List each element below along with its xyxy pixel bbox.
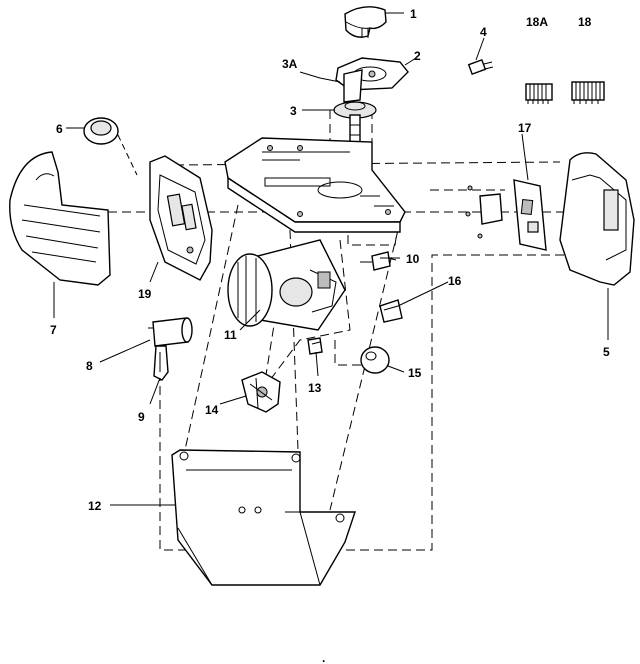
part-19-side-frame bbox=[149, 155, 213, 281]
part-6-lens-knob bbox=[83, 117, 138, 176]
part-9-capacitor-bracket bbox=[153, 345, 169, 381]
part-3-sprocket-shaft bbox=[333, 69, 377, 156]
chassis-plate bbox=[224, 137, 406, 233]
callout-13: 13 bbox=[308, 381, 322, 395]
part-18a-terminal-strip bbox=[525, 83, 553, 104]
callout-3: 3 bbox=[290, 104, 297, 118]
callout-18: 18 bbox=[578, 15, 592, 29]
part-5-right-cover bbox=[559, 152, 635, 286]
part-1-cap bbox=[344, 6, 387, 38]
callout-9: 9 bbox=[138, 410, 145, 424]
part-18-terminal-strip bbox=[571, 81, 605, 104]
callout-12: 12 bbox=[88, 499, 102, 513]
callout-19: 19 bbox=[138, 287, 152, 301]
leader-lines bbox=[53, 12, 609, 506]
part-11-motor bbox=[227, 239, 346, 331]
part-8-capacitor bbox=[148, 317, 193, 347]
callout-6: 6 bbox=[56, 122, 63, 136]
callout-14: 14 bbox=[205, 403, 219, 417]
callout-16: 16 bbox=[448, 274, 462, 288]
footer-mark: . bbox=[322, 651, 325, 664]
callout-2: 2 bbox=[414, 49, 421, 63]
part-7-left-cover bbox=[9, 151, 111, 286]
callout-7: 7 bbox=[50, 323, 57, 337]
callout-15: 15 bbox=[408, 366, 422, 380]
callout-1: 1 bbox=[410, 7, 417, 21]
part-14-gear-assembly bbox=[241, 371, 281, 413]
callout-4: 4 bbox=[480, 25, 487, 39]
part-12-bottom-cover bbox=[171, 449, 356, 586]
callout-18a: 18A bbox=[526, 15, 548, 29]
part-16-bracket bbox=[379, 299, 403, 323]
part-13-clip bbox=[307, 337, 323, 355]
callout-11: 11 bbox=[224, 328, 237, 342]
part-17-logic-board bbox=[465, 179, 547, 251]
callout-8: 8 bbox=[86, 359, 93, 373]
callout-5: 5 bbox=[603, 345, 610, 359]
callout-17: 17 bbox=[518, 121, 532, 135]
callout-3a: 3A bbox=[282, 57, 298, 71]
callout-10: 10 bbox=[406, 252, 420, 266]
part-4-power-cord bbox=[374, 59, 494, 191]
callout-labels: 1 2 3A 3 4 18A 18 6 17 7 19 10 16 5 8 11… bbox=[50, 7, 610, 664]
part-15-light-lens bbox=[360, 346, 390, 374]
